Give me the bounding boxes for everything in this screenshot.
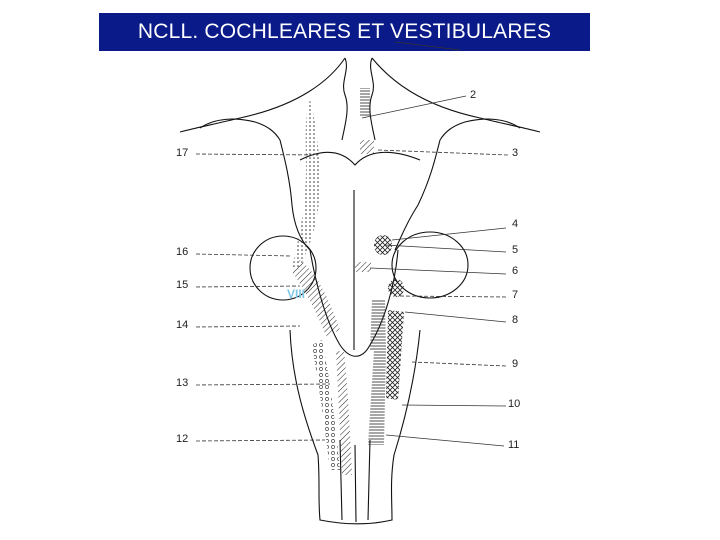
label-6: 6 [512, 265, 518, 277]
label-4: 4 [512, 218, 518, 230]
label-11: 11 [508, 439, 519, 451]
label-14: 14 [176, 319, 188, 331]
label-9: 9 [512, 358, 518, 370]
label-5: 5 [512, 244, 518, 256]
label-10: 10 [508, 398, 520, 410]
label-2: 2 [470, 89, 476, 101]
label-17: 17 [176, 147, 188, 159]
label-15: 15 [176, 279, 188, 291]
cranial-nerve-viii-label: VIII [287, 287, 305, 301]
nuclei-patterns [292, 88, 404, 475]
label-13: 13 [176, 377, 188, 389]
label-7: 7 [512, 289, 518, 301]
label-12: 12 [176, 433, 188, 445]
label-16: 16 [176, 246, 188, 258]
label-8: 8 [512, 314, 518, 326]
brainstem-outline [280, 140, 440, 524]
label-3: 3 [512, 147, 518, 159]
